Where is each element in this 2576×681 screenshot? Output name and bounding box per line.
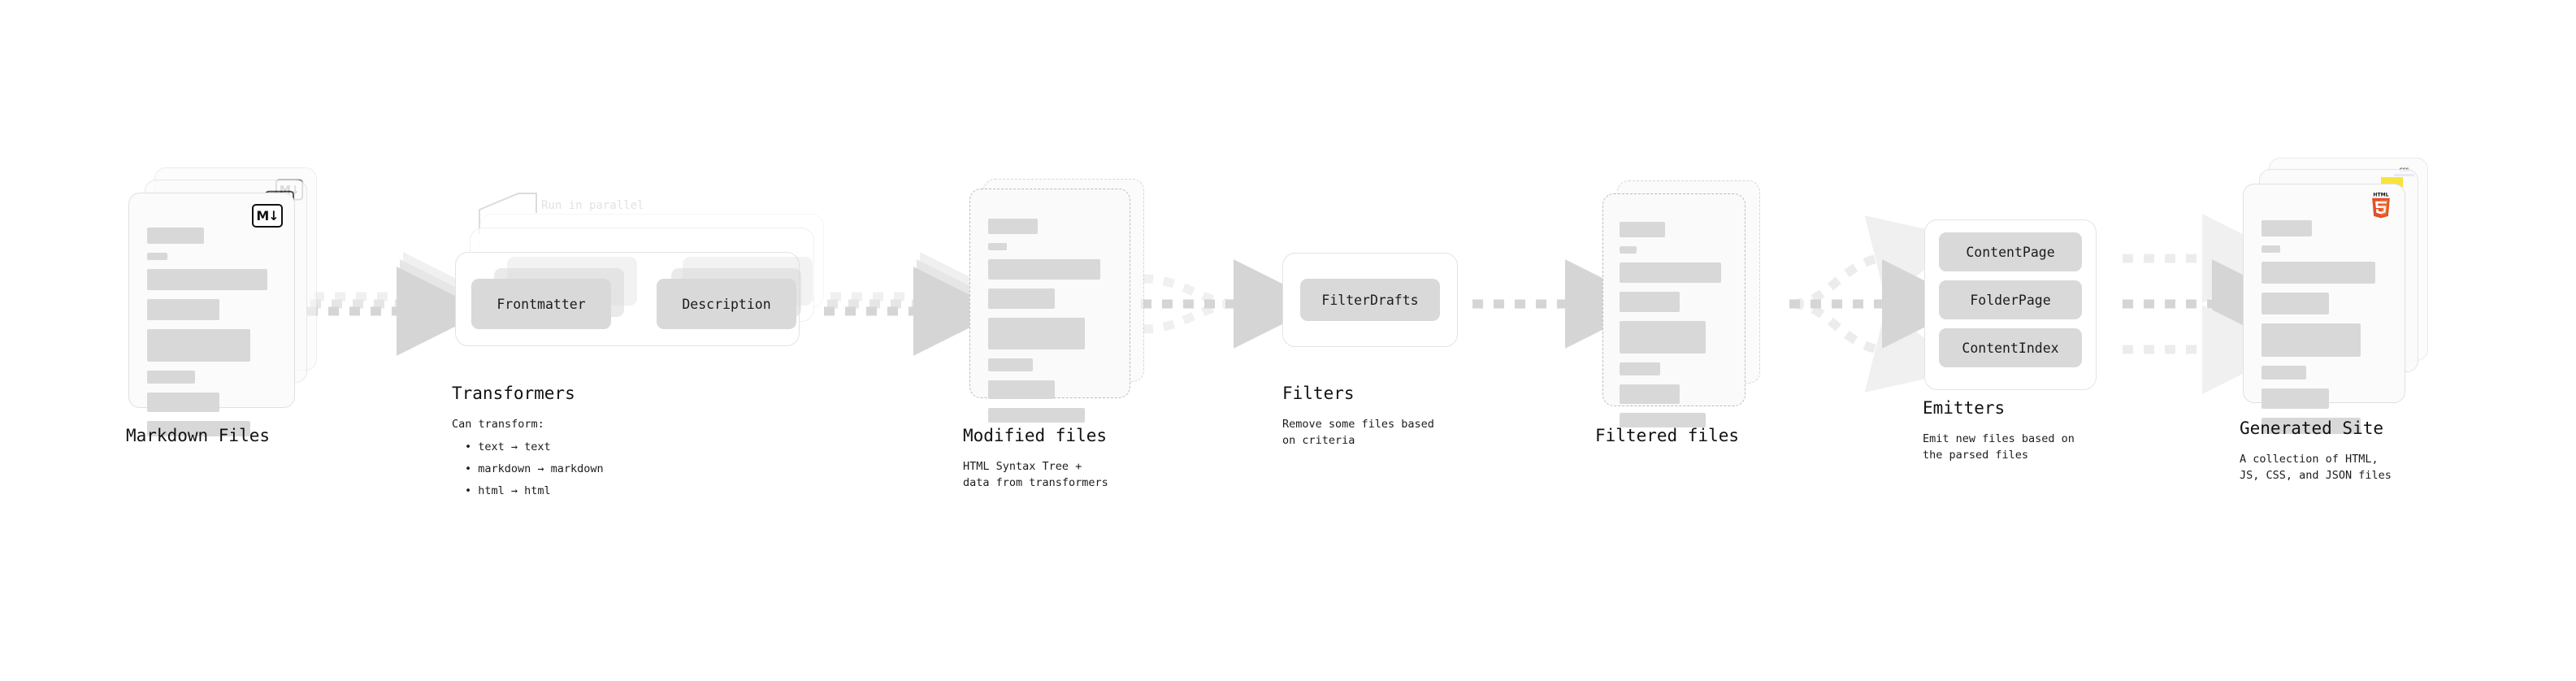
filter-chip-filterdrafts[interactable]: FilterDrafts [1300, 279, 1440, 321]
emitter-chip-contentindex[interactable]: ContentIndex [1939, 328, 2082, 367]
html5-icon: HTML [2369, 192, 2393, 222]
arrow-transformers-to-modified [824, 252, 1009, 356]
stage-title-markdown-files: Markdown Files [126, 426, 271, 445]
transformers-bullet-0: • text → text [465, 440, 551, 453]
emitter-chip-contentpage[interactable]: ContentPage [1939, 232, 2082, 271]
stage-title-modified-files: Modified files [963, 426, 1108, 445]
transformers-subtitle: Can transform: [452, 418, 544, 431]
transformer-chip-frontmatter[interactable]: Frontmatter [471, 279, 611, 329]
modified-card-content [970, 189, 1130, 423]
run-in-parallel-label: Run in parallel [541, 199, 644, 212]
generated-card-content [2244, 184, 2405, 434]
generated-card-html[interactable]: HTML [2243, 184, 2405, 434]
arrow-md-to-transformers [307, 252, 492, 356]
markdown-card-front[interactable]: M↓ [128, 193, 295, 436]
arrow-modified-to-filters [1141, 259, 1323, 349]
arrow-emitters-to-site [2123, 214, 2301, 394]
transformers-bullet-2: • html → html [465, 484, 551, 497]
stage-title-filtered-files: Filtered files [1595, 426, 1740, 445]
markdown-icon: M↓ [252, 204, 283, 228]
emitter-chip-folderpage[interactable]: FolderPage [1939, 280, 2082, 319]
filters-subtitle: Remove some files based on criteria [1282, 418, 1434, 447]
modified-files-subtitle: HTML Syntax Tree + data from transformer… [963, 460, 1108, 489]
stage-title-generated-site: Generated Site [2240, 419, 2384, 438]
stage-title-filters: Filters [1282, 384, 1355, 403]
svg-text:HTML: HTML [2373, 193, 2388, 197]
modified-card-front[interactable] [969, 189, 1130, 423]
stage-title-transformers: Transformers [452, 384, 575, 403]
markdown-card-content [129, 193, 294, 436]
filtered-card-content [1603, 194, 1745, 427]
transformer-chip-description[interactable]: Description [657, 279, 796, 329]
emitters-subtitle: Emit new files based on the parsed files [1923, 432, 2075, 462]
filtered-card-front[interactable] [1602, 193, 1746, 427]
generated-site-subtitle: A collection of HTML, JS, CSS, and JSON … [2240, 453, 2392, 482]
stage-title-emitters: Emitters [1923, 398, 2006, 418]
arrow-filtered-to-emitters [1789, 215, 1971, 393]
transformers-bullet-1: • markdown → markdown [465, 462, 604, 475]
